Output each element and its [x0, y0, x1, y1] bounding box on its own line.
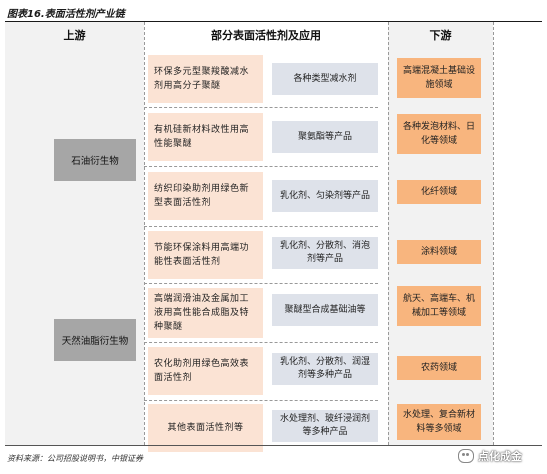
- watermark: 点化成金: [458, 445, 544, 467]
- header-middle: 部分表面活性剂及应用: [211, 29, 321, 42]
- column-divider-1: [144, 22, 145, 445]
- application-box: 水处理剂、玻纤浸润剂等多种产品: [272, 410, 378, 442]
- product-box: 有机硅新材料改性用高性能聚醚: [148, 113, 263, 161]
- application-box: 聚醚型合成基础油等: [272, 294, 378, 326]
- field-box: 各种发泡材料、日化等领域: [397, 114, 481, 154]
- upstream-column-band: [5, 22, 144, 445]
- product-box: 环保多元型聚羧酸减水剂用高分子聚醚: [148, 55, 263, 103]
- field-box: 航天、高端车、机械加工等领域: [397, 286, 481, 326]
- application-box: 聚氨酯等产品: [272, 121, 378, 153]
- application-box: 各种类型减水剂: [272, 63, 378, 95]
- source-note: 资料来源：公司招股说明书，中银证券: [7, 454, 143, 463]
- application-box: 乳化剂、分散剂、消泡剂等产品: [272, 237, 378, 269]
- header-upstream: 上游: [63, 29, 86, 42]
- application-box: 乳化剂、匀染剂等产品: [272, 180, 378, 212]
- wechat-icon: [458, 449, 474, 463]
- watermark-text: 点化成金: [478, 450, 522, 463]
- column-divider-2: [388, 22, 389, 445]
- row-divider: [144, 226, 378, 227]
- source-natural-oil-derivatives: 天然油脂衍生物: [54, 319, 136, 361]
- application-box: 乳化剂、分散剂、润湿剂等多种产品: [272, 353, 378, 385]
- field-box: 涂料领域: [397, 240, 481, 264]
- field-box: 高端混凝土基础设施领域: [397, 58, 481, 98]
- product-box: 农化助剂用绿色高效表面活性剂: [148, 347, 263, 395]
- top-rule: [5, 21, 542, 22]
- product-box: 节能环保涂料用高端功能性表面活性剂: [148, 231, 263, 279]
- product-box: 高端润滑油及金属加工液用高性能合成脂及特种聚醚: [148, 288, 263, 338]
- figure-title: 图表16.表面活性剂产业链: [7, 9, 125, 20]
- header-downstream: 下游: [429, 29, 452, 42]
- row-divider: [144, 107, 378, 108]
- row-divider: [144, 166, 378, 167]
- row-divider: [144, 400, 378, 401]
- product-box: 纺织印染助剂用绿色新型表面活性剂: [148, 172, 263, 220]
- source-petroleum-derivatives: 石油衍生物: [54, 139, 136, 181]
- field-box: 水处理、复合新材料等多领域: [397, 404, 481, 440]
- field-box: 化纤领域: [397, 180, 481, 204]
- bottom-rule: [5, 445, 542, 446]
- product-box: 其他表面活性剂等: [148, 404, 263, 452]
- column-divider-3: [493, 22, 494, 445]
- row-divider: [144, 283, 378, 284]
- row-divider: [144, 342, 378, 343]
- field-box: 农药领域: [397, 356, 481, 380]
